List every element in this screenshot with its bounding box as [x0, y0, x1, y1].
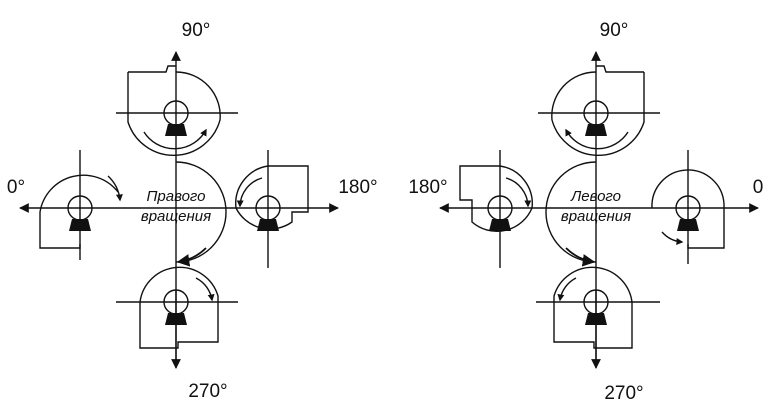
fan-housing-270	[116, 266, 238, 349]
rotation-arrow	[176, 247, 207, 267]
rotation-arrow	[565, 247, 596, 267]
fan-housing-90	[116, 65, 238, 157]
caption-line-1: Правого	[147, 188, 206, 205]
angle-label-bottom: 270°	[188, 381, 227, 402]
fan-housing-0	[39, 150, 123, 260]
caption-line-2: вращения	[561, 208, 631, 225]
rotation-circle	[175, 161, 227, 263]
caption-line-1: Левого	[570, 188, 621, 205]
angle-label-right: 180°	[338, 177, 377, 198]
angle-label-left: 0°	[7, 177, 25, 198]
angle-label-top: 90°	[182, 20, 211, 41]
angle-label-left: 180°	[408, 177, 447, 198]
left-rotation-diagram: Левого вращения	[408, 20, 763, 404]
angle-label-top: 90°	[600, 20, 629, 41]
angle-label-bottom: 270°	[604, 383, 643, 404]
fan-housing-90	[538, 65, 660, 157]
fan-housing-0	[651, 150, 725, 264]
fan-housing-270	[536, 266, 660, 349]
angle-label-right: 0	[753, 177, 764, 198]
fan-housing-180	[459, 150, 533, 268]
right-rotation-diagram: Правого вращения	[7, 20, 378, 402]
caption-line-2: вращения	[141, 208, 211, 225]
fan-housing-180	[235, 150, 309, 268]
rotation-circle	[545, 161, 597, 263]
